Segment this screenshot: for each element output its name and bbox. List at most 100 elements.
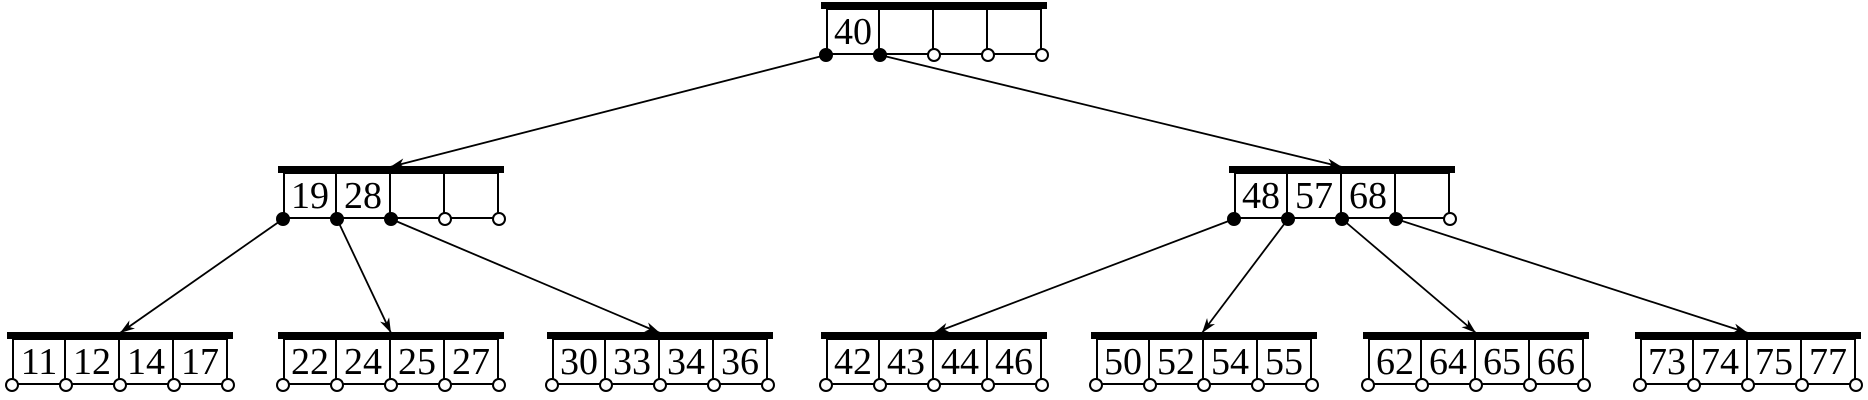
pointer-null-dot [1633, 378, 1647, 392]
child-pointer-arrow [1341, 218, 1477, 334]
child-pointer-arrow [933, 218, 1235, 334]
child-pointer-arrow [879, 54, 1343, 169]
pointer-null-dot [1523, 378, 1537, 392]
key-cell: 36 [714, 338, 768, 385]
child-pointer-arrow [390, 218, 661, 334]
key-cell: 65 [1476, 338, 1530, 385]
child-pointer-arrow [1395, 218, 1749, 334]
pointer-null-dot [873, 378, 887, 392]
pointer-null-dot [545, 378, 559, 392]
pointer-null-dot [707, 378, 721, 392]
pointer-null-dot [167, 378, 181, 392]
node-top-bar [1229, 166, 1455, 173]
pointer-null-dot [927, 378, 941, 392]
pointer-null-dot [438, 212, 452, 226]
key-cell: 25 [391, 338, 445, 385]
key-cell: 11 [12, 338, 66, 385]
pointer-null-dot [1361, 378, 1375, 392]
key-cell: 34 [660, 338, 714, 385]
key-cell [445, 172, 499, 219]
pointer-null-dot [330, 378, 344, 392]
pointer-filled-dot [1227, 212, 1241, 226]
key-cell: 73 [1640, 338, 1694, 385]
key-cell: 33 [606, 338, 660, 385]
pointer-filled-dot [384, 212, 398, 226]
key-cell: 30 [552, 338, 606, 385]
pointer-null-dot [1035, 378, 1049, 392]
key-cell [934, 8, 988, 55]
pointer-null-dot [221, 378, 235, 392]
key-cell: 68 [1342, 172, 1396, 219]
pointer-null-dot [1415, 378, 1429, 392]
node-top-bar [278, 166, 504, 173]
pointer-null-dot [653, 378, 667, 392]
key-cell: 44 [934, 338, 988, 385]
node-top-bar [821, 2, 1047, 9]
pointer-null-dot [599, 378, 613, 392]
node-top-bar [821, 332, 1047, 339]
key-cell: 46 [988, 338, 1042, 385]
key-cell: 62 [1368, 338, 1422, 385]
key-cell: 22 [283, 338, 337, 385]
pointer-null-dot [384, 378, 398, 392]
pointer-null-dot [5, 378, 19, 392]
pointer-filled-dot [276, 212, 290, 226]
key-cell: 14 [120, 338, 174, 385]
pointer-null-dot [492, 212, 506, 226]
pointer-null-dot [1197, 378, 1211, 392]
key-cell: 42 [826, 338, 880, 385]
child-pointer-arrow [119, 218, 284, 334]
key-cell: 54 [1204, 338, 1258, 385]
key-cell [988, 8, 1042, 55]
key-cell: 77 [1802, 338, 1856, 385]
pointer-filled-dot [1389, 212, 1403, 226]
key-cell: 40 [826, 8, 880, 55]
pointer-filled-dot [819, 48, 833, 62]
key-cell: 55 [1258, 338, 1312, 385]
pointer-null-dot [1251, 378, 1265, 392]
node-top-bar [278, 332, 504, 339]
key-cell: 28 [337, 172, 391, 219]
pointer-null-dot [981, 378, 995, 392]
node-top-bar [1091, 332, 1317, 339]
key-cells-row: 40 [826, 8, 1042, 55]
pointer-null-dot [819, 378, 833, 392]
key-cell: 74 [1694, 338, 1748, 385]
key-cell: 57 [1288, 172, 1342, 219]
key-cell: 50 [1096, 338, 1150, 385]
pointer-null-dot [276, 378, 290, 392]
node-top-bar [7, 332, 233, 339]
key-cell: 12 [66, 338, 120, 385]
node-top-bar [1635, 332, 1861, 339]
key-cell: 19 [283, 172, 337, 219]
pointer-null-dot [438, 378, 452, 392]
key-cell: 75 [1748, 338, 1802, 385]
pointer-null-dot [927, 48, 941, 62]
pointer-null-dot [1305, 378, 1319, 392]
child-pointer-arrow [389, 54, 827, 169]
child-pointer-arrow [1201, 218, 1289, 334]
pointer-filled-dot [1335, 212, 1349, 226]
node-top-bar [547, 332, 773, 339]
pointer-null-dot [1849, 378, 1863, 392]
key-cell [880, 8, 934, 55]
pointer-null-dot [1741, 378, 1755, 392]
pointer-null-dot [1687, 378, 1701, 392]
key-cell: 24 [337, 338, 391, 385]
pointer-null-dot [1577, 378, 1591, 392]
pointer-null-dot [59, 378, 73, 392]
pointer-filled-dot [1281, 212, 1295, 226]
key-cell: 43 [880, 338, 934, 385]
pointer-null-dot [113, 378, 127, 392]
pointer-null-dot [1443, 212, 1457, 226]
